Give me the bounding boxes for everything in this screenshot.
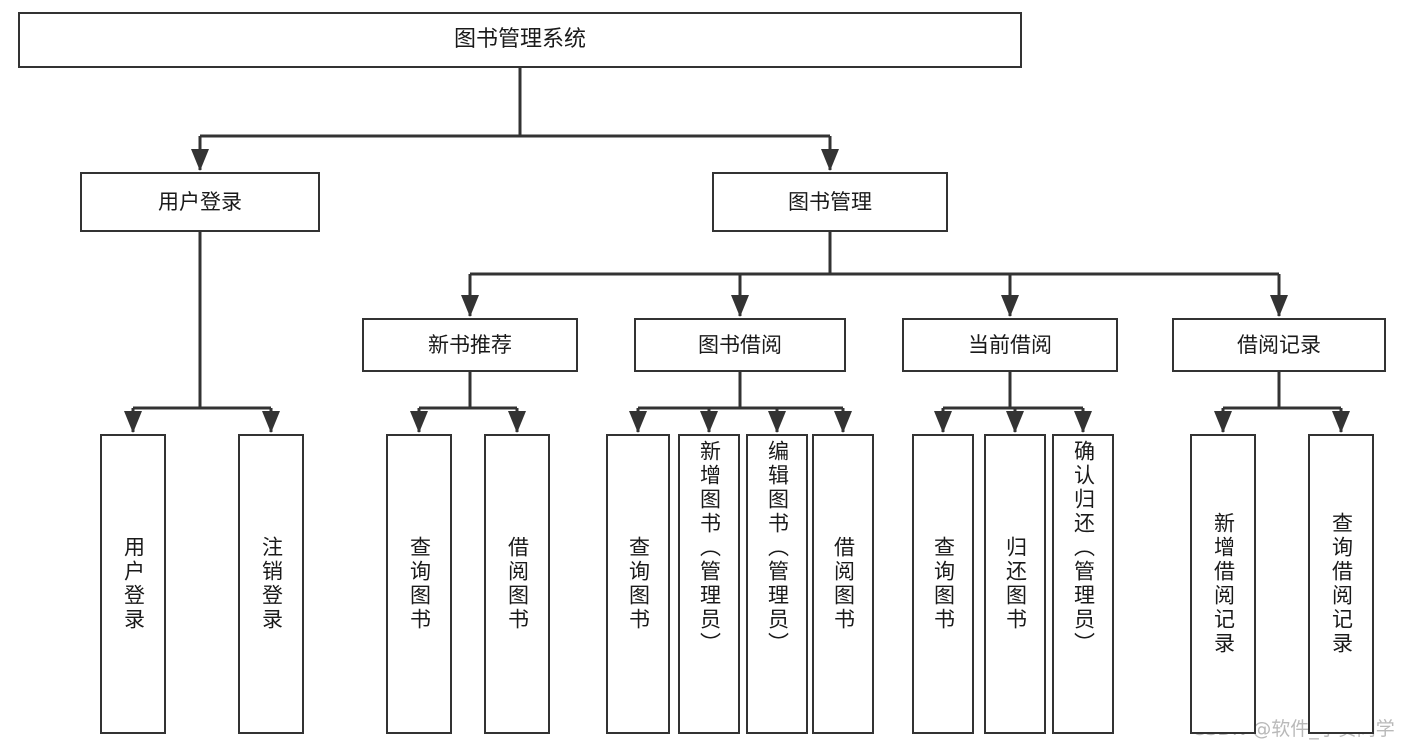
node-leaf-query-book-3-label: 查询图书 <box>931 536 956 632</box>
node-leaf-edit-book-label: 编辑图书（管理员） <box>765 440 790 656</box>
node-current-borrow: 当前借阅 <box>902 318 1118 372</box>
node-leaf-query-book-2-label: 查询图书 <box>626 536 651 632</box>
node-leaf-logout-label: 注销登录 <box>259 536 284 632</box>
node-root: 图书管理系统 <box>18 12 1022 68</box>
node-leaf-query-record-label: 查询借阅记录 <box>1329 512 1354 656</box>
node-user-login: 用户登录 <box>80 172 320 232</box>
node-leaf-edit-book: 编辑图书（管理员） <box>746 434 808 734</box>
node-leaf-return-book: 归还图书 <box>984 434 1046 734</box>
node-leaf-query-book-2: 查询图书 <box>606 434 670 734</box>
node-leaf-add-record-label: 新增借阅记录 <box>1211 512 1236 656</box>
node-leaf-borrow-book-2-label: 借阅图书 <box>831 536 856 632</box>
node-leaf-borrow-book-1-label: 借阅图书 <box>505 536 530 632</box>
node-new-book-rec-label: 新书推荐 <box>428 332 512 357</box>
node-leaf-confirm-return-label: 确认归还（管理员） <box>1071 440 1096 656</box>
node-root-label: 图书管理系统 <box>453 27 586 52</box>
node-leaf-user-login: 用户登录 <box>100 434 166 734</box>
node-leaf-query-record: 查询借阅记录 <box>1308 434 1374 734</box>
node-leaf-query-book-3: 查询图书 <box>912 434 974 734</box>
node-leaf-add-book: 新增图书（管理员） <box>678 434 740 734</box>
node-borrow-record-label: 借阅记录 <box>1237 332 1321 357</box>
node-leaf-user-login-label: 用户登录 <box>121 536 146 632</box>
node-book-manage-label: 图书管理 <box>788 189 872 214</box>
node-book-borrow: 图书借阅 <box>634 318 846 372</box>
node-borrow-record: 借阅记录 <box>1172 318 1386 372</box>
node-leaf-add-book-label: 新增图书（管理员） <box>697 440 722 656</box>
node-leaf-return-book-label: 归还图书 <box>1003 536 1028 632</box>
node-user-login-label: 用户登录 <box>158 189 242 214</box>
node-leaf-query-book-1: 查询图书 <box>386 434 452 734</box>
node-new-book-rec: 新书推荐 <box>362 318 578 372</box>
node-book-borrow-label: 图书借阅 <box>698 332 782 357</box>
node-leaf-logout: 注销登录 <box>238 434 304 734</box>
node-leaf-borrow-book-1: 借阅图书 <box>484 434 550 734</box>
node-leaf-add-record: 新增借阅记录 <box>1190 434 1256 734</box>
node-leaf-query-book-1-label: 查询图书 <box>407 536 432 632</box>
node-current-borrow-label: 当前借阅 <box>968 332 1052 357</box>
node-leaf-borrow-book-2: 借阅图书 <box>812 434 874 734</box>
node-leaf-confirm-return: 确认归还（管理员） <box>1052 434 1114 734</box>
node-book-manage: 图书管理 <box>712 172 948 232</box>
